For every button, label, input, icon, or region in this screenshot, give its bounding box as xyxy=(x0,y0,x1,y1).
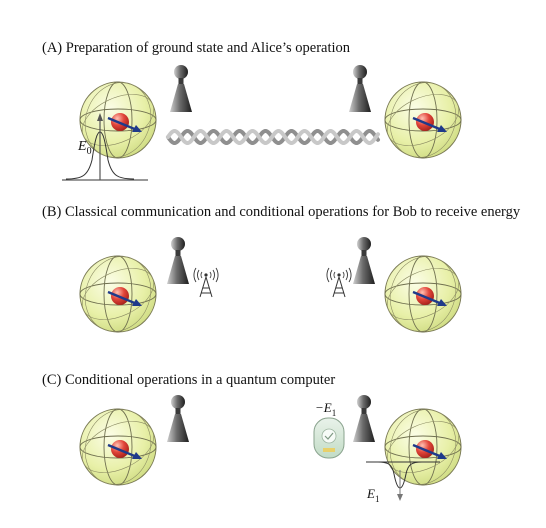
antenna-tower-icon-bob xyxy=(326,267,352,298)
pawn-bob xyxy=(349,65,371,112)
pawn-alice-c xyxy=(167,395,189,442)
panel-a-title: (A) Preparation of ground state and Alic… xyxy=(42,40,351,56)
panel-b xyxy=(73,237,468,342)
panel-a: E0 xyxy=(62,65,468,181)
quantum-chip-icon xyxy=(313,417,345,459)
bloch-sphere-bob xyxy=(378,72,468,168)
panel-c-title: (C) Conditional operations in a quantum … xyxy=(42,372,336,388)
bloch-sphere-bob-b xyxy=(378,246,468,342)
e1-label: E1 xyxy=(366,486,379,504)
helix-strand-2 xyxy=(166,129,380,145)
pawn-bob-b xyxy=(353,237,375,284)
antenna-tower-icon-alice xyxy=(193,267,219,298)
energy-dip-e1: E1 xyxy=(366,461,440,504)
bloch-sphere-bob-c xyxy=(378,399,468,495)
e0-label: E0 xyxy=(77,139,92,157)
pawn-alice xyxy=(170,65,192,112)
pawn-bob-c xyxy=(353,395,375,442)
bloch-sphere-alice-b xyxy=(73,246,163,342)
neg-e1-label: −E1 xyxy=(315,400,336,418)
energy-distribution-e0: E0 xyxy=(62,113,148,181)
panel-b-title: (B) Classical communication and conditio… xyxy=(42,204,521,220)
entanglement-helix xyxy=(166,129,380,145)
panel-c: −E1 E1 xyxy=(73,395,468,504)
bloch-sphere-alice-c xyxy=(73,399,163,495)
pawn-alice-b xyxy=(167,237,189,284)
